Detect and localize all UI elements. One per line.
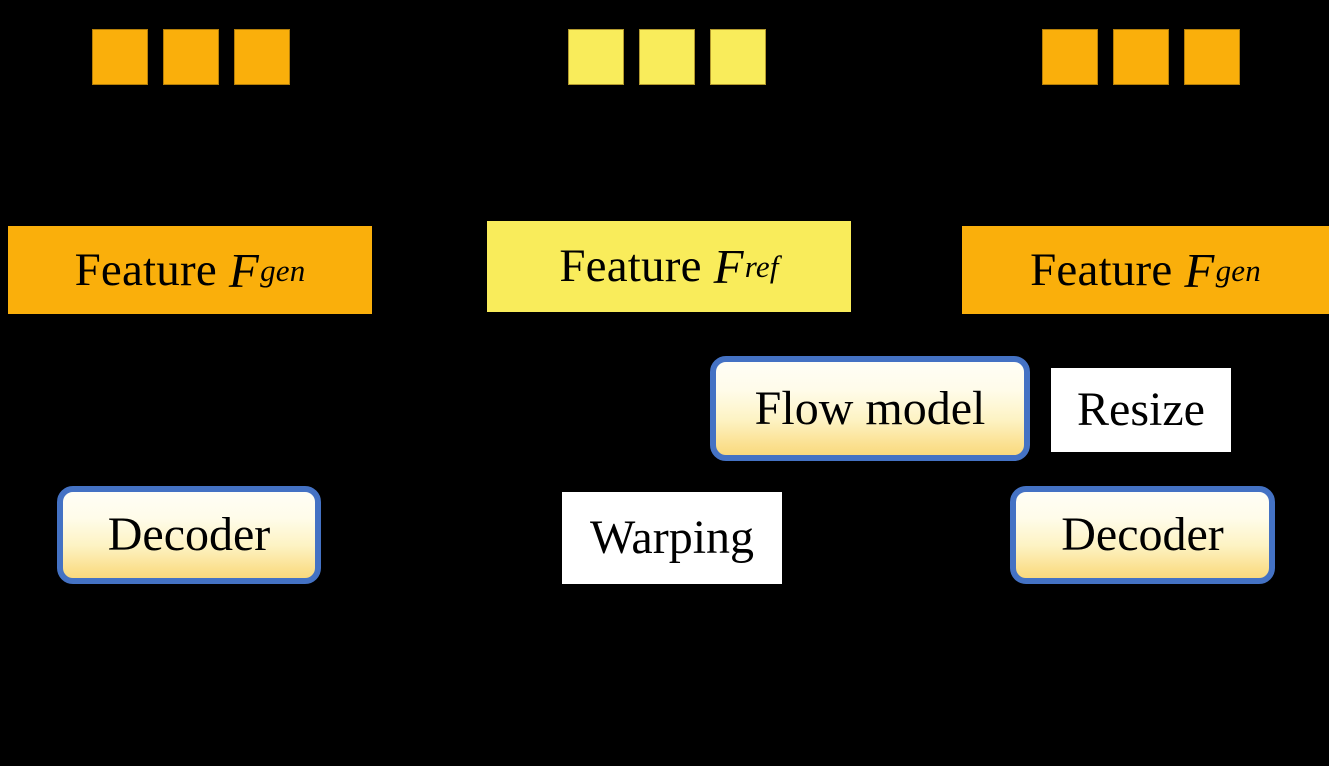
warping-box[interactable]: Warping (562, 492, 782, 584)
token-square (163, 29, 219, 85)
feature-bar-label: Feature (74, 243, 217, 296)
feature-bar-label: Feature (559, 240, 702, 292)
resize-box[interactable]: Resize (1051, 368, 1231, 452)
token-group-gen-left (92, 29, 290, 85)
feature-bar-subscript: gen (260, 252, 306, 288)
feature-bar-label: Feature (1030, 243, 1173, 296)
token-square (92, 29, 148, 85)
token-square (1113, 29, 1169, 85)
token-group-ref-middle (568, 29, 766, 85)
token-square (568, 29, 624, 85)
feature-bar-symbol: F (1184, 242, 1215, 298)
flow-model-node[interactable]: Flow model (710, 356, 1030, 461)
token-group-gen-right (1042, 29, 1240, 85)
token-square (710, 29, 766, 85)
token-square (639, 29, 695, 85)
decoder-node-right[interactable]: Decoder (1010, 486, 1275, 584)
token-square (1184, 29, 1240, 85)
feature-bar-symbol: F (713, 239, 744, 294)
token-square (234, 29, 290, 85)
feature-bar-symbol: F (228, 242, 260, 298)
decoder-node-left[interactable]: Decoder (57, 486, 321, 584)
feature-bar-subscript: gen (1215, 252, 1261, 288)
feature-bar-subscript: ref (744, 249, 779, 284)
token-square (1042, 29, 1098, 85)
